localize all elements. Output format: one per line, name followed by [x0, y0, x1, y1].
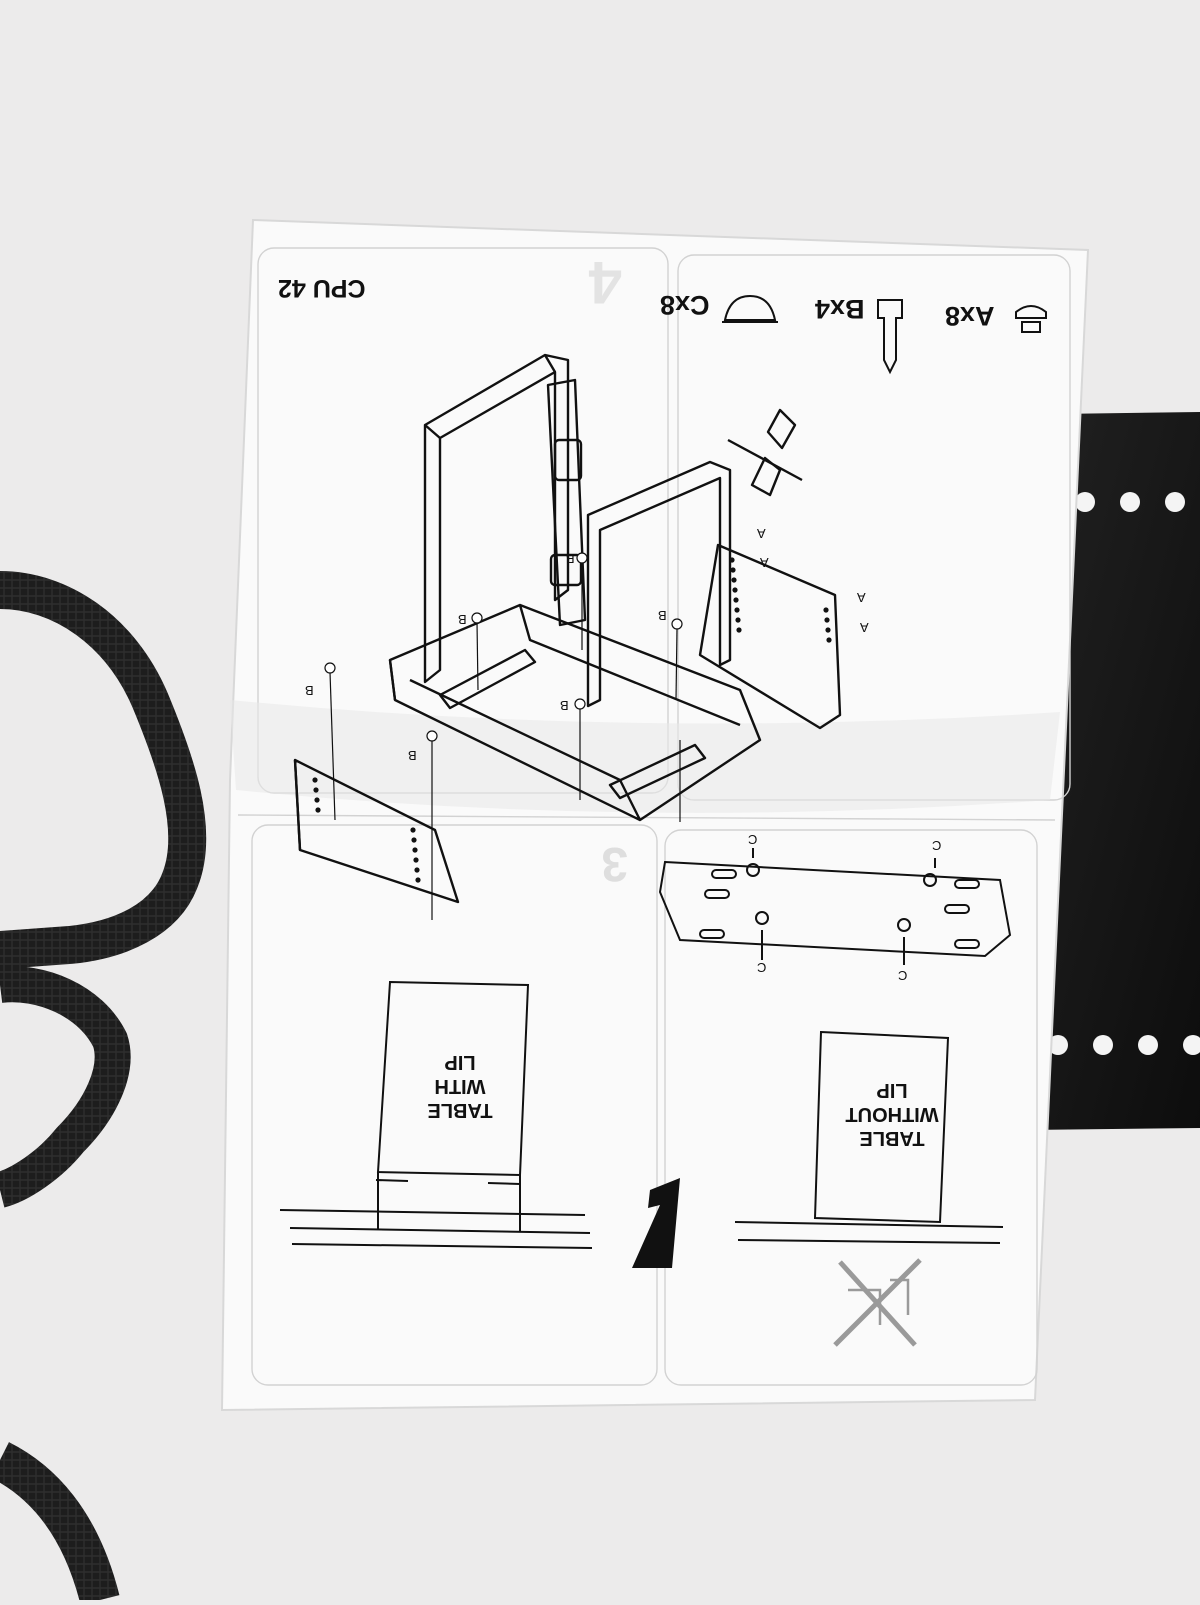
table-without-lip-line2: WITHOUT	[845, 1103, 939, 1125]
callout-b: B	[408, 748, 417, 763]
callout-b: B	[458, 612, 467, 627]
table-with-lip-drawing	[279, 980, 593, 1249]
table-without-lip-line3: LIP	[876, 1079, 908, 1101]
table-without-lip-label: TABLE WITHOUT LIP	[842, 1078, 942, 1150]
mounting-plate-drawing	[658, 848, 1012, 965]
table-with-lip-label: TABLE WITH LIP	[420, 1050, 500, 1122]
table-without-lip-line1: TABLE	[859, 1127, 925, 1149]
callout-b: B	[305, 683, 314, 698]
callout-c: C	[898, 968, 908, 983]
assembly-drawing	[293, 353, 842, 904]
callout-a: A	[860, 620, 869, 635]
screw-leaders	[324, 552, 683, 920]
not-allowed-icon	[833, 1258, 922, 1347]
faint-step-3: 3	[601, 837, 628, 890]
part-b-label: Bx4	[815, 294, 865, 324]
plate-holes	[312, 557, 832, 883]
callout-b: B	[658, 608, 667, 623]
dome-cap-icon	[722, 294, 778, 323]
callout-a: A	[857, 590, 866, 605]
table-with-lip-line1: TABLE	[427, 1099, 493, 1121]
model-name: CPU 42	[278, 274, 366, 302]
long-screw-icon	[877, 299, 903, 375]
step-number-1	[632, 1178, 680, 1268]
nylon-strap	[0, 571, 207, 1605]
part-c-label: Cx8	[660, 290, 710, 320]
callout-c: C	[932, 838, 942, 853]
table-with-lip-line2: WITH	[434, 1075, 486, 1097]
callout-b: B	[566, 551, 575, 566]
table-with-lip-line3: LIP	[444, 1051, 476, 1073]
callout-c: C	[757, 960, 767, 975]
callout-b: B	[560, 698, 569, 713]
instruction-sheet	[220, 218, 1090, 1412]
part-a-label: Ax8	[945, 301, 995, 331]
cap-screw-icon	[1015, 305, 1047, 333]
table-without-lip-drawing	[734, 1030, 1004, 1244]
callout-c: C	[748, 832, 758, 847]
callout-a: A	[757, 526, 766, 541]
paper-shadow	[230, 700, 1060, 813]
part-icons	[722, 294, 1047, 375]
callout-a: A	[760, 555, 769, 570]
faint-step-4: 4	[588, 249, 622, 316]
